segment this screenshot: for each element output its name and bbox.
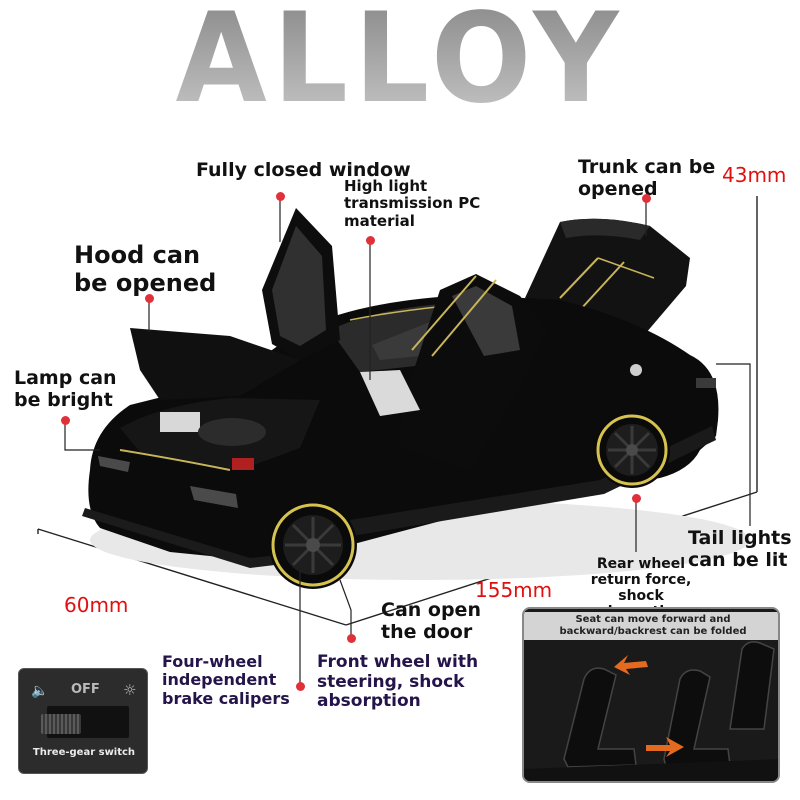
switch-inset: 🔈 OFF ☼ Three-gear switch	[18, 668, 148, 774]
rear-wheel	[594, 412, 670, 488]
seat-inset: Seat can move forward and backward/backr…	[522, 607, 780, 783]
callout-hood: Hood can be opened	[74, 241, 217, 297]
dimension-width: 60mm	[64, 593, 129, 617]
light-icon: ☼	[123, 681, 137, 699]
engine-bay	[120, 398, 320, 470]
dimension-height: 43mm	[722, 163, 787, 187]
callout-door: Can open the door	[381, 599, 481, 643]
callout-tail-lights: Tail lights can be lit	[688, 527, 792, 571]
arrow-left-icon	[614, 655, 648, 675]
callout-dot	[276, 192, 285, 201]
callout-trunk: Trunk can be opened	[578, 156, 716, 200]
callout-dot	[366, 236, 375, 245]
callout-window: Fully closed window	[196, 159, 411, 181]
switch-caption: Three-gear switch	[32, 747, 136, 758]
callout-dot	[145, 294, 154, 303]
callout-dot	[347, 634, 356, 643]
speaker-icon: 🔈	[31, 683, 49, 699]
seat-caption: Seat can move forward and backward/backr…	[524, 612, 778, 640]
callout-dot	[61, 416, 70, 425]
front-wheel	[269, 501, 357, 589]
callout-dot	[642, 194, 651, 203]
switch-knob	[41, 714, 81, 734]
arrow-right-icon	[646, 737, 684, 757]
callout-dot	[632, 494, 641, 503]
dimension-length: 155mm	[475, 578, 553, 602]
callout-brakes: Four-wheel independent brake calipers	[162, 652, 290, 708]
callout-dot	[296, 682, 305, 691]
open-door	[398, 274, 548, 470]
callout-front-wheel: Front wheel with steering, shock absorpt…	[317, 652, 479, 712]
switch-off-label: OFF	[71, 682, 100, 697]
callout-pc-material: High light transmission PC material	[344, 177, 481, 230]
window-door	[262, 208, 340, 360]
banner-title: ALLOY MODEL	[0, 0, 800, 120]
hood	[130, 328, 300, 400]
leader-lines	[64, 196, 751, 686]
callout-lamp: Lamp can be bright	[14, 367, 117, 411]
